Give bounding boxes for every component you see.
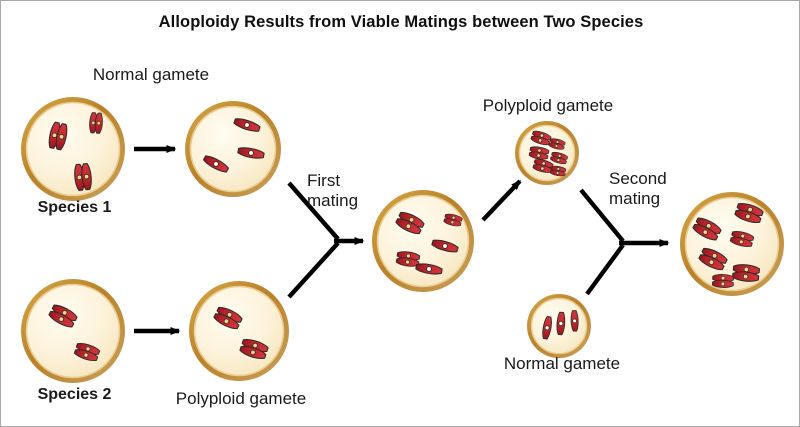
species-1-label: Species 1 bbox=[37, 199, 112, 216]
normal-gamete-right-cell bbox=[527, 294, 591, 358]
second-mating-label-line2: mating bbox=[609, 189, 661, 208]
figure-title: Alloploidy Results from Viable Matings b… bbox=[158, 13, 644, 31]
normal-gamete-right-label: Normal gamete bbox=[503, 354, 621, 373]
species-2-label: Species 2 bbox=[37, 386, 112, 403]
arrow-hybrid-to-polyploid-gamete bbox=[481, 179, 522, 222]
species-2-cell bbox=[21, 279, 125, 383]
arrow-second-mating bbox=[579, 188, 670, 296]
alloploid-offspring-cell bbox=[680, 192, 784, 296]
first-mating-label-line2: mating bbox=[307, 191, 359, 210]
hybrid-cell bbox=[372, 190, 474, 292]
second-mating-label-line1: Second bbox=[609, 169, 667, 188]
normal-gamete-top-cell bbox=[185, 101, 281, 197]
first-mating-label-line1: First bbox=[307, 171, 341, 190]
polyploid-gamete-bottom-label: Polyploid gamete bbox=[175, 389, 307, 408]
polyploid-gamete-bottom-cell bbox=[189, 281, 289, 381]
polyploid-gamete-right-cell bbox=[515, 121, 579, 185]
species-1-cell bbox=[21, 97, 125, 201]
polyploid-gamete-right-label: Polyploid gamete bbox=[482, 96, 614, 115]
normal-gamete-top-label: Normal gamete bbox=[92, 65, 210, 84]
arrow-first-mating bbox=[287, 181, 365, 299]
